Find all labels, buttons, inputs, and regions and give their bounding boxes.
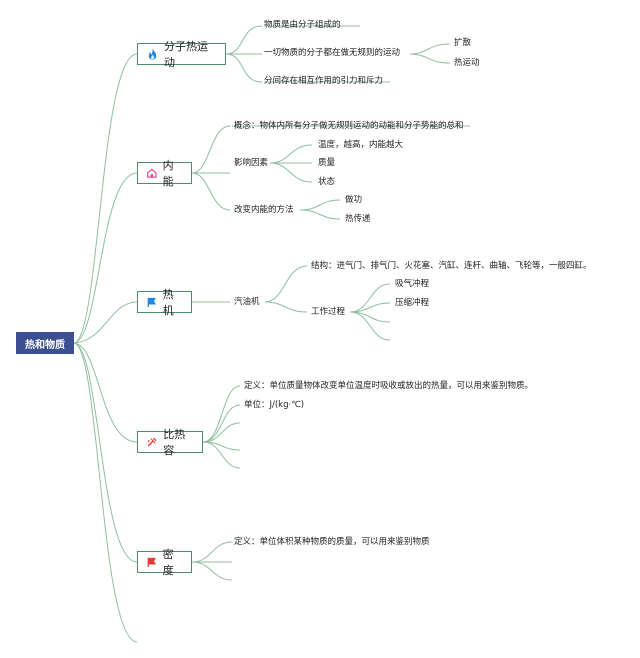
item-concept: 概念：物体内所有分子做无规则运动的动能和分子势能的总和 (234, 121, 464, 131)
topic-label: 热机 (162, 288, 174, 317)
item-specific-heat-unit: 单位：J/(kg·℃) (244, 400, 305, 410)
topic-internal-energy[interactable]: 内能 (137, 159, 192, 188)
item-structure: 结构：进气门、排气门、火花塞、汽缸、连杆、曲轴、飞轮等，一般四缸。 (311, 261, 592, 271)
flag-icon (147, 557, 157, 568)
topic-label: 比热容 (163, 428, 186, 457)
item-specific-heat-definition: 定义：单位质量物体改变单位温度时吸收或放出的热量，可以用来鉴别物质。 (244, 381, 534, 391)
item-process: 工作过程 (311, 307, 346, 317)
item-work: 做功 (345, 195, 363, 205)
item-thermal-motion: 热运动 (454, 58, 480, 68)
item-diffusion: 扩散 (454, 38, 472, 48)
topic-specific-heat[interactable]: 比热容 (137, 428, 203, 457)
topic-density[interactable]: 密度 (137, 548, 192, 577)
flag-icon (147, 297, 157, 308)
item-compression-stroke: 压缩冲程 (395, 298, 430, 308)
item-temperature: 温度，越高，内能越大 (318, 140, 404, 150)
fire-icon (148, 48, 157, 60)
topic-molecular-motion[interactable]: 分子热运动 (137, 40, 226, 69)
item-state: 状态 (318, 177, 336, 187)
item-heat-transfer: 热传递 (345, 214, 371, 224)
topic-label: 密度 (162, 548, 174, 577)
item-molecules-compose: 物质是由分子组成的 (264, 20, 341, 30)
topic-label: 内能 (162, 159, 174, 188)
tools-icon (147, 437, 157, 447)
central-topic[interactable]: 热和物质 (16, 332, 74, 354)
item-intake-stroke: 吸气冲程 (395, 279, 430, 289)
item-molecules-move: 一切物质的分子都在做无规则的运动 (264, 48, 401, 58)
item-mass: 质量 (318, 158, 336, 168)
item-methods: 改变内能的方法 (234, 205, 294, 215)
item-factors: 影响因素 (234, 158, 269, 168)
topic-label: 分子热运动 (163, 40, 208, 69)
home-icon (147, 168, 157, 178)
item-molecular-forces: 分间存在相互作用的引力和斥力 (264, 76, 384, 86)
item-gasoline-engine: 汽油机 (234, 297, 260, 307)
item-density-definition: 定义：单位体积某种物质的质量，可以用来鉴别物质 (234, 537, 430, 547)
topic-heat-engine[interactable]: 热机 (137, 288, 192, 317)
